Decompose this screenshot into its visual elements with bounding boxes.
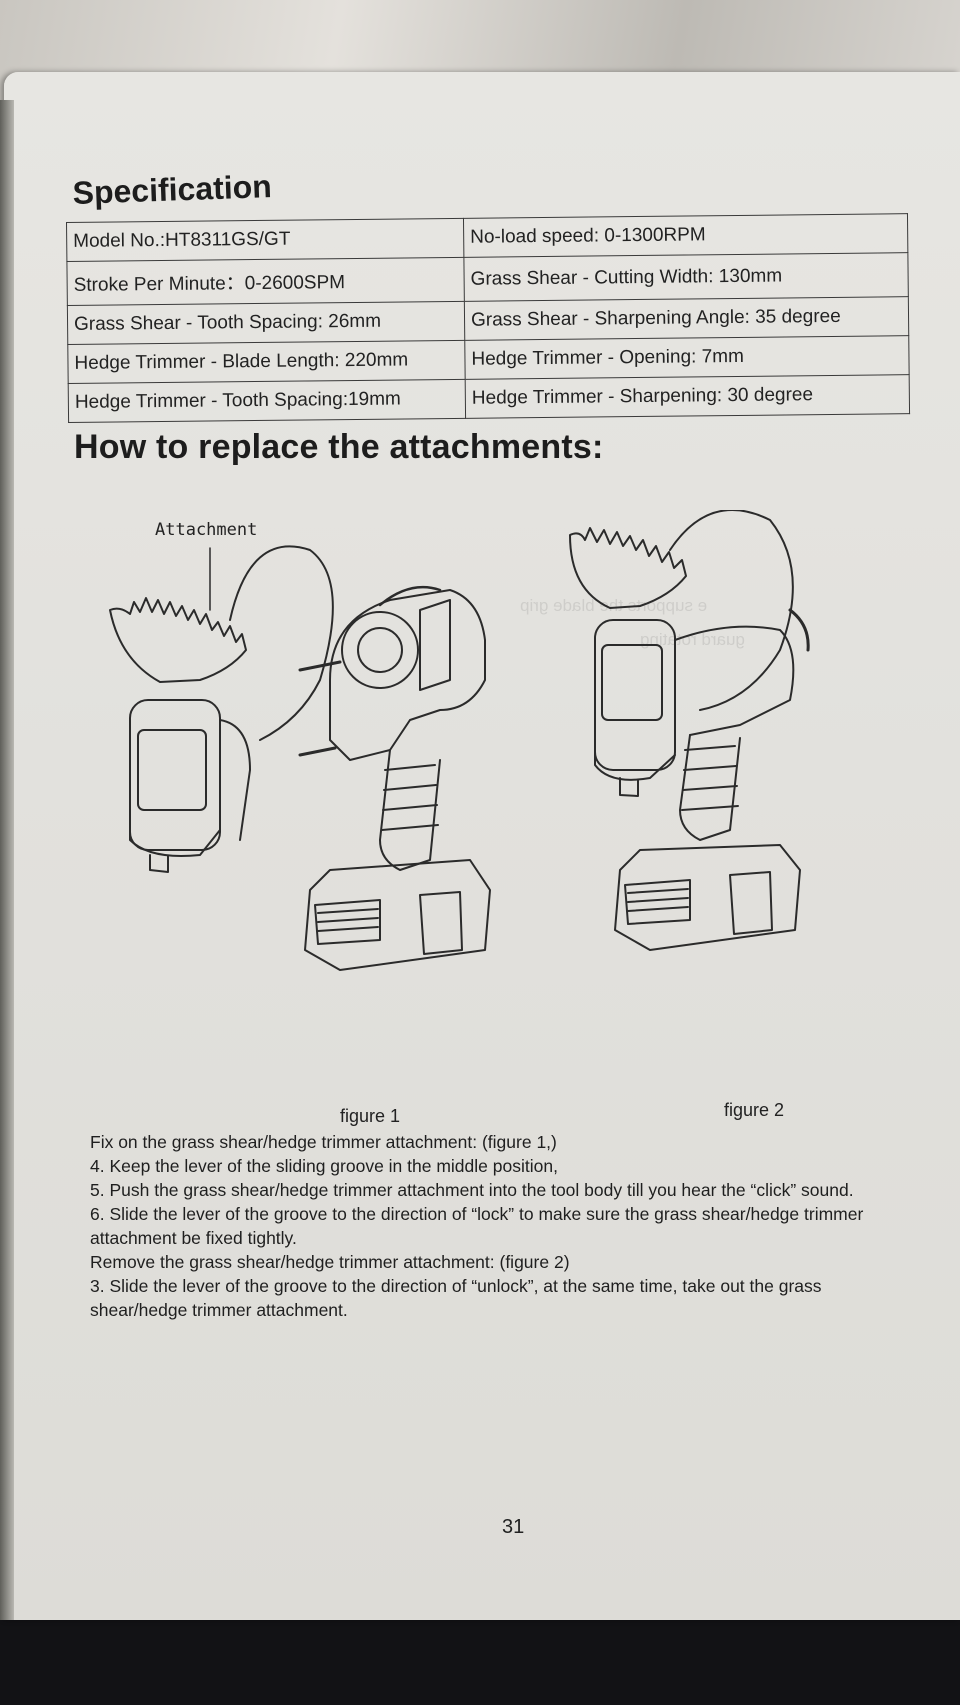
show-through-text: e supports the blade grip [520,596,708,615]
show-through-text: guard rotating [640,630,745,649]
instruction-heading: Remove the grass shear/hedge trimmer att… [90,1252,570,1272]
spec-cell: Grass Shear - Sharpening Angle: 35 degre… [464,296,909,341]
instruction-heading: Fix on the grass shear/hedge trimmer att… [90,1132,557,1152]
page-number: 31 [502,1516,525,1538]
illustration-figures [109,510,810,971]
figure1-illustration [109,510,810,971]
spec-cell: Model No.:HT8311GS/GT [66,218,464,262]
instruction-step: 4. Keep the lever of the sliding groove … [90,1156,558,1176]
instruction-step: 5. Push the grass shear/hedge trimmer at… [90,1180,854,1200]
instruction-step: 3. Slide the lever of the groove to the … [90,1276,822,1320]
spec-cell: Grass Shear - Tooth Spacing: 26mm [67,301,465,345]
spec-cell: Hedge Trimmer - Tooth Spacing:19mm [68,379,466,423]
spec-cell: Hedge Trimmer - Blade Length: 220mm [67,340,466,384]
spec-table: Model No.:HT8311GS/GT No-load speed: 0-1… [66,213,910,423]
instructions: Fix on the grass shear/hedge trimmer att… [90,1130,920,1322]
instruction-step: 6. Slide the lever of the groove to the … [90,1204,864,1248]
spec-cell: Hedge Trimmer - Opening: 7mm [464,335,910,380]
spec-cell: No-load speed: 0-1300RPM [463,213,908,258]
spec-cell: Hedge Trimmer - Sharpening: 30 degree [465,374,910,419]
booklet-spine [0,100,14,1620]
table-row: Hedge Trimmer - Tooth Spacing:19mm Hedge… [68,374,910,423]
spec-title: Specification [72,168,273,211]
spec-cell: Stroke Per Minute：0-2600SPM [66,257,465,306]
attachment-label: Attachment [155,520,258,540]
figure2-caption: figure 2 [724,1100,785,1120]
manual-page [4,72,960,1620]
section-heading: How to replace the attachments: [74,428,604,466]
figure1-caption: figure 1 [340,1106,401,1126]
spec-cell: Grass Shear - Cutting Width: 130mm [463,252,909,302]
